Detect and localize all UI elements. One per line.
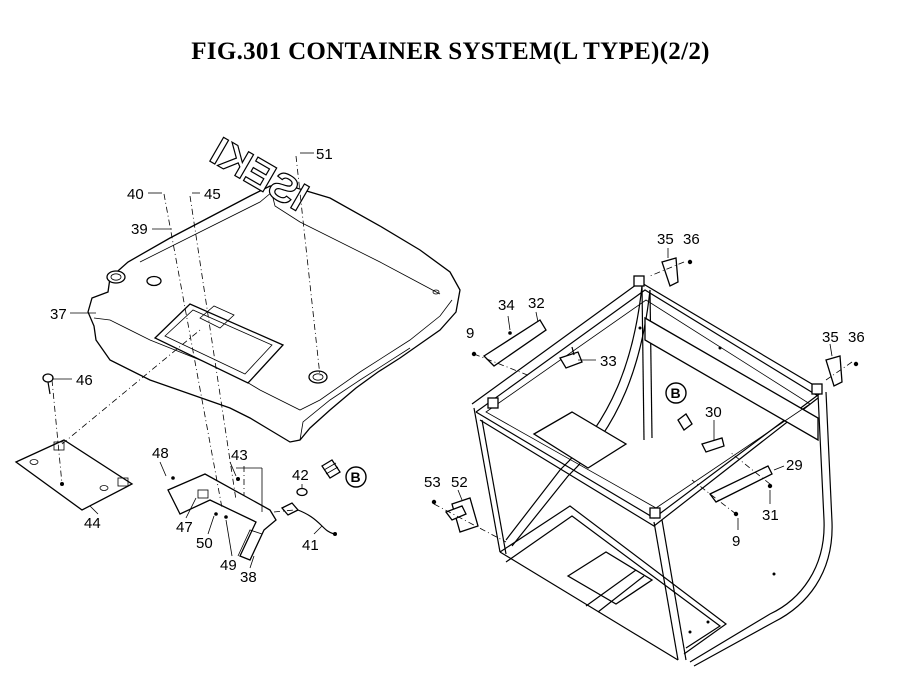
callout-50: 50 — [196, 535, 213, 552]
callout-9-left: 9 — [466, 325, 474, 342]
hinge-bracket — [167, 473, 277, 561]
callout-labels: 51 40 45 39 37 46 44 48 47 50 49 38 43 4… — [50, 146, 865, 586]
cover-panel — [14, 439, 134, 511]
figure-title: FIG.301 CONTAINER SYSTEM(L TYPE)(2/2) — [191, 38, 710, 65]
callout-53: 53 — [424, 474, 441, 491]
callout-39: 39 — [131, 221, 148, 238]
callout-38: 38 — [240, 569, 257, 586]
knob-part — [42, 373, 54, 395]
leader-lines — [51, 152, 853, 569]
callout-48: 48 — [152, 445, 169, 462]
callout-52: 52 — [451, 474, 468, 491]
callout-37: 37 — [50, 306, 67, 323]
callout-40: 40 — [127, 186, 144, 203]
callout-44: 44 — [84, 515, 101, 532]
marker-b-label-2: B — [671, 385, 681, 401]
container-lid: ISEKI — [87, 129, 461, 443]
view-b-marker-frame: B — [665, 382, 693, 431]
callout-46: 46 — [76, 372, 93, 389]
callout-9-right: 9 — [732, 533, 740, 550]
callout-30: 30 — [705, 404, 722, 421]
callout-42: 42 — [292, 467, 309, 484]
container-frame — [471, 275, 833, 667]
callout-51: 51 — [316, 146, 333, 163]
callout-47: 47 — [176, 519, 193, 536]
callout-43: 43 — [231, 447, 248, 464]
callout-31: 31 — [762, 507, 779, 524]
callout-45: 45 — [204, 186, 221, 203]
callout-34: 34 — [498, 297, 515, 314]
callout-29: 29 — [786, 457, 803, 474]
callout-35-right: 35 — [822, 329, 839, 346]
frame-fittings — [431, 257, 859, 533]
callout-32: 32 — [528, 295, 545, 312]
callout-49: 49 — [220, 557, 237, 574]
view-b-marker-lid: B — [321, 459, 367, 488]
callout-36-top: 36 — [683, 231, 700, 248]
callout-35-top: 35 — [657, 231, 674, 248]
callout-36-right: 36 — [848, 329, 865, 346]
marker-b-label-1: B — [351, 469, 361, 485]
callout-41: 41 — [302, 537, 319, 554]
callout-33: 33 — [600, 353, 617, 370]
